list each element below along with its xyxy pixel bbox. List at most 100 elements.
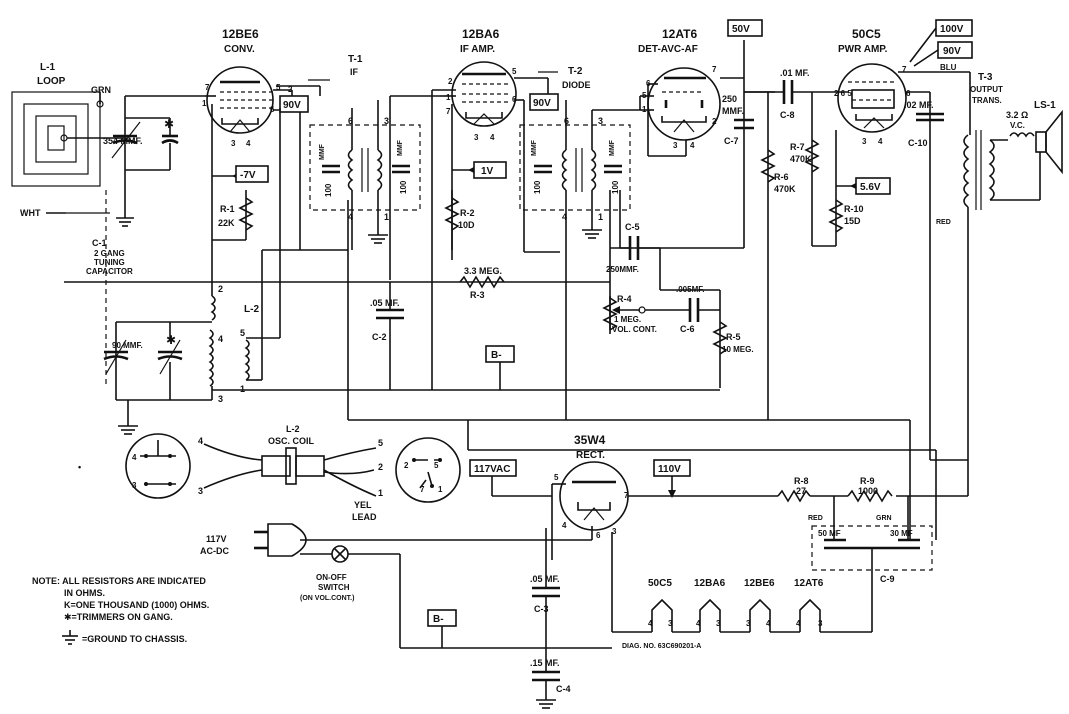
svg-text:7: 7 [420, 485, 425, 494]
c9-id: C-9 [880, 574, 895, 584]
svg-text:3: 3 [862, 137, 867, 146]
svg-text:1: 1 [240, 384, 245, 394]
osc-coil-socket-right [395, 437, 461, 503]
r5-value: 10 MEG. [722, 345, 754, 354]
ls-impedance: 3.2 Ω [1006, 110, 1028, 120]
svg-text:3: 3 [612, 527, 617, 536]
note-line3: K=ONE THOUSAND (1000) OHMS. [64, 600, 209, 610]
red-label-t3: RED [936, 219, 951, 226]
svg-text:5: 5 [434, 461, 439, 470]
tube-12be6-type: 12BE6 [222, 27, 259, 41]
svg-text:2: 2 [378, 462, 383, 472]
note-line2: IN OHMS. [64, 588, 105, 598]
svg-text:4: 4 [562, 521, 567, 530]
svg-text:7: 7 [446, 107, 451, 116]
conv-grid-voltage: -7V [240, 170, 256, 181]
output-transformer [963, 130, 995, 210]
c9-filter-box [811, 525, 933, 571]
svg-text:1: 1 [378, 488, 383, 498]
svg-text:4: 4 [878, 137, 883, 146]
rect-out-voltage: 110V [658, 464, 681, 475]
svg-text:6: 6 [906, 89, 911, 98]
b-minus-top: B- [491, 350, 502, 361]
transformer-t1 [309, 124, 421, 211]
r10-id: R-10 [844, 204, 864, 214]
c5-id: C-5 [625, 222, 640, 232]
transformer-t2 [519, 124, 631, 211]
svg-text:•: • [78, 462, 81, 472]
switch-label3: (ON VOL.CONT.) [300, 595, 354, 602]
ls-id: LS-1 [1034, 100, 1056, 111]
svg-text:2: 2 [448, 77, 453, 86]
trimmer-star-c1: ✱ [164, 117, 174, 131]
det-plate-voltage: 50V [732, 24, 750, 35]
note-line1: NOTE: ALL RESISTORS ARE INDICATED [32, 576, 206, 586]
c10-id: C-10 [908, 138, 928, 148]
c1-desc1: 2 GANG [94, 249, 125, 258]
svg-text:2: 2 [218, 284, 223, 294]
svg-text:3: 3 [218, 394, 223, 404]
r4-id: R-4 [617, 294, 632, 304]
svg-text:4: 4 [648, 619, 653, 628]
yel-lead1: YEL [354, 500, 372, 510]
heater-12at6: 12AT6 [794, 578, 824, 589]
r5-id: R-5 [726, 332, 741, 342]
c1-desc3: CAPACITOR [86, 267, 133, 276]
l2-id: L-2 [244, 304, 259, 315]
svg-text:3: 3 [746, 619, 751, 628]
tube-12ba6-function: IF AMP. [460, 44, 495, 55]
c2-id: C-2 [372, 332, 387, 342]
c1-value: 354 MMF. [103, 136, 143, 146]
svg-text:2: 2 [404, 461, 409, 470]
svg-text:6: 6 [270, 105, 275, 114]
c3-value: .05 MF. [530, 574, 560, 584]
trimmer-star-l2: ✱ [166, 333, 176, 347]
l2-osc-id: L-2 [286, 424, 300, 434]
svg-text:5: 5 [240, 328, 245, 338]
plug-voltage: 117V [206, 534, 227, 544]
c7-value2: MMF. [722, 106, 744, 116]
r2-id: R-2 [460, 208, 475, 218]
c7-id: C-7 [724, 136, 739, 146]
svg-text:1: 1 [446, 93, 451, 102]
svg-text:7: 7 [205, 83, 210, 92]
t2-id: T-2 [568, 66, 583, 77]
r9-id: R-9 [860, 476, 875, 486]
r7-id: R-7 [790, 142, 805, 152]
c7-value1: 250 [722, 94, 737, 104]
ls-vc: V.C. [1010, 121, 1025, 130]
svg-text:1: 1 [384, 212, 389, 222]
red-label-c9: RED [808, 515, 823, 522]
switch-label1: ON-OFF [316, 573, 347, 582]
tube-12at6 [647, 67, 721, 141]
r8-value: 27 [796, 486, 806, 496]
osc-coil-body [203, 443, 377, 497]
t2-100-left: 100 [533, 180, 542, 194]
svg-text:2: 2 [712, 117, 717, 126]
r2-value: 10D [458, 220, 475, 230]
t1-id: T-1 [348, 54, 363, 65]
svg-text:7: 7 [902, 65, 907, 74]
r3-id: R-3 [470, 290, 485, 300]
svg-text:4: 4 [690, 141, 695, 150]
tube-12be6-function: CONV. [224, 44, 255, 55]
svg-text:7: 7 [712, 65, 717, 74]
c3-id: C-3 [534, 604, 549, 614]
c5-value: 250MMF. [606, 265, 639, 274]
wht-label: WHT [20, 208, 41, 218]
svg-text:3: 3 [818, 619, 823, 628]
svg-text:6: 6 [348, 116, 353, 126]
svg-text:4: 4 [562, 212, 567, 222]
heater-12ba6: 12BA6 [694, 578, 726, 589]
tube-35w4 [559, 461, 629, 531]
svg-text:3: 3 [384, 116, 389, 126]
t1-mmf-left: MMF [319, 143, 326, 160]
ground-symbol-icon [62, 630, 78, 645]
osc-coil-socket-left [125, 433, 191, 499]
svg-text:4: 4 [348, 212, 353, 222]
tube-50c5 [837, 63, 907, 133]
t1-100-right: 100 [399, 180, 408, 194]
c4-value: .15 MF. [530, 658, 560, 668]
tube-12be6 [206, 66, 276, 134]
grn-label-c9: GRN [876, 515, 892, 522]
